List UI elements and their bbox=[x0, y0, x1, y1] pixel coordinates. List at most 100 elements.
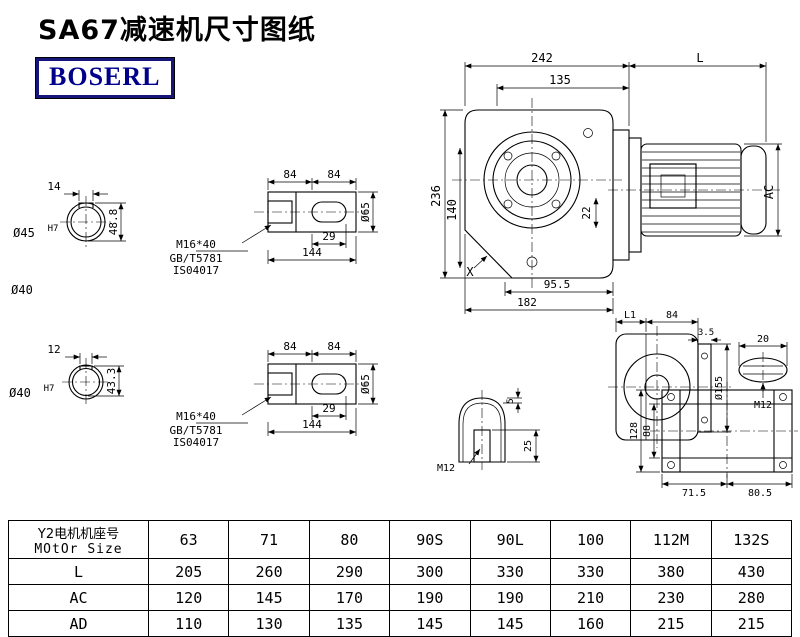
output-flange-circle bbox=[483, 131, 581, 229]
table-header-size: 132S bbox=[710, 520, 793, 559]
table-cell: 170 bbox=[308, 584, 391, 611]
table-header-size: 90L bbox=[469, 520, 551, 559]
dim-95-5: 95.5 bbox=[544, 278, 571, 291]
table-cell: 120 bbox=[147, 584, 230, 611]
shaft-view-1: 84 84 Ø65 29 144 M16*40 GB/T5781 IS04017 bbox=[170, 168, 378, 277]
label-x-mark: X bbox=[466, 265, 474, 279]
table-cell: 215 bbox=[630, 610, 712, 637]
table-row-AD: AD 110 130 135 145 145 160 215 215 bbox=[8, 610, 793, 637]
dim-shaft2-seg-b: 84 bbox=[327, 340, 341, 353]
table-cell: 290 bbox=[308, 558, 391, 585]
technical-drawing: 14 Ø45 H7 48.8 Ø40 12 Ø40 H7 43.3 bbox=[9, 51, 798, 499]
brand-logo: BOSERL bbox=[36, 58, 174, 98]
table-cell: 260 bbox=[228, 558, 310, 585]
motor-flange bbox=[612, 129, 630, 261]
table-row-AC: AC 120 145 170 190 190 210 230 280 bbox=[8, 584, 793, 611]
bore2-outer-circle bbox=[68, 364, 104, 400]
dim-flange-dia: Ø155 bbox=[713, 376, 725, 400]
motor-fan-cover bbox=[740, 145, 767, 235]
plug-thread-hole bbox=[473, 429, 491, 463]
dim-128: 128 bbox=[629, 422, 640, 440]
table-header-size: 71 bbox=[228, 520, 310, 559]
shaft1-bolt bbox=[267, 200, 293, 224]
label-side-thread: M12 bbox=[754, 400, 772, 411]
dim-140: 140 bbox=[445, 199, 459, 221]
dim-shaft1-seg-a: 84 bbox=[283, 168, 297, 181]
bottom-view: 128 88 71.5 80.5 bbox=[629, 382, 798, 499]
dim-22: 22 bbox=[580, 206, 593, 219]
dim-boredepth-1: 48.8 bbox=[107, 209, 120, 236]
dim-shaft1-seg-b: 84 bbox=[327, 168, 341, 181]
dim-keywidth-2: 12 bbox=[47, 343, 60, 356]
table-header-size: 80 bbox=[308, 520, 391, 559]
dim-side-84: 84 bbox=[666, 310, 678, 321]
dim-3-5: 3.5 bbox=[698, 328, 714, 338]
dim-bore-2: Ø40 bbox=[9, 386, 31, 400]
row-label: AD bbox=[8, 610, 149, 637]
label-shaft2-iso: IS04017 bbox=[173, 436, 219, 449]
bottom-housing bbox=[661, 389, 793, 473]
label-shaft1-bolt: M16*40 bbox=[176, 238, 216, 251]
shaft1-keyway bbox=[311, 201, 347, 223]
row-label: L bbox=[8, 558, 149, 585]
table-cell: 330 bbox=[469, 558, 551, 585]
table-cell: 330 bbox=[549, 558, 632, 585]
dim-242: 242 bbox=[531, 51, 553, 65]
size-table-container: Y2电机机座号 MOtOr Size 63 71 80 90S 90L 100 … bbox=[8, 520, 793, 637]
table-cell: 160 bbox=[549, 610, 632, 637]
gearbox-outline bbox=[464, 109, 614, 279]
table-cell: 280 bbox=[710, 584, 793, 611]
label-shaft1-std: GB/T5781 bbox=[170, 252, 223, 265]
bore-view-1: 14 Ø45 H7 48.8 Ø40 bbox=[11, 180, 126, 297]
table-cell: 145 bbox=[469, 610, 551, 637]
label-shaft1-iso: IS04017 bbox=[173, 264, 219, 277]
side-flange bbox=[697, 343, 712, 433]
dim-20: 20 bbox=[757, 334, 769, 345]
table-row-L: L 205 260 290 300 330 330 380 430 bbox=[8, 558, 793, 585]
table-cell: 135 bbox=[308, 610, 391, 637]
table-cell: 230 bbox=[630, 584, 712, 611]
table-header-size: 63 bbox=[147, 520, 230, 559]
shaft-view-2: 84 84 Ø65 29 144 M16*40 GB/T5781 IS04017 bbox=[170, 340, 378, 449]
dim-80-5: 80.5 bbox=[748, 488, 772, 499]
dim-shaft1-total: 144 bbox=[302, 246, 322, 259]
dim-bore-1-tolerance: H7 bbox=[48, 224, 59, 234]
brand-logo-text: BOSERL bbox=[49, 62, 161, 91]
bore-view-2: 12 Ø40 H7 43.3 bbox=[9, 343, 124, 406]
table-cell: 215 bbox=[710, 610, 793, 637]
dim-motor-length-L: L bbox=[696, 51, 703, 65]
dim-shaft2-dia: Ø65 bbox=[359, 374, 372, 394]
table-cell: 190 bbox=[389, 584, 471, 611]
plug-section bbox=[458, 397, 506, 463]
label-bore-note: Ø40 bbox=[11, 283, 33, 297]
dim-keywidth-1: 14 bbox=[47, 180, 61, 193]
front-view: 242 L 135 236 140 22 AC 95.5 182 X bbox=[429, 51, 782, 314]
motor-plate bbox=[649, 163, 697, 209]
motor-size-label-cn: Y2电机机座号 bbox=[37, 526, 120, 542]
table-cell: 210 bbox=[549, 584, 632, 611]
label-shaft2-bolt: M16*40 bbox=[176, 410, 216, 423]
dim-cap-5: 5 bbox=[506, 398, 516, 403]
table-header-motor-size: Y2电机机座号 MOtOr Size bbox=[8, 520, 149, 559]
table-cell: 130 bbox=[228, 610, 310, 637]
table-cell: 110 bbox=[147, 610, 230, 637]
table-cell: 145 bbox=[228, 584, 310, 611]
dim-boredepth-2: 43.3 bbox=[105, 368, 118, 395]
dim-AC: AC bbox=[762, 185, 776, 199]
dim-shaft1-keylen: 29 bbox=[322, 230, 335, 243]
table-cell: 380 bbox=[630, 558, 712, 585]
table-cell: 300 bbox=[389, 558, 471, 585]
motor-size-label-en: MOtOr Size bbox=[34, 541, 123, 557]
dim-L1: L1 bbox=[624, 310, 636, 321]
row-label: AC bbox=[8, 584, 149, 611]
table-header-size: 90S bbox=[389, 520, 471, 559]
size-table: Y2电机机座号 MOtOr Size 63 71 80 90S 90L 100 … bbox=[8, 520, 793, 637]
plug-view: 5 25 M12 bbox=[437, 388, 540, 474]
table-header-row: Y2电机机座号 MOtOr Size 63 71 80 90S 90L 100 … bbox=[8, 520, 793, 559]
dim-shaft1-dia: Ø65 bbox=[359, 202, 372, 222]
table-header-size: 100 bbox=[549, 520, 632, 559]
dim-shaft2-seg-a: 84 bbox=[283, 340, 297, 353]
dim-bore-2-tolerance: H7 bbox=[44, 384, 55, 394]
dim-88: 88 bbox=[642, 425, 653, 437]
dim-236: 236 bbox=[429, 185, 443, 207]
